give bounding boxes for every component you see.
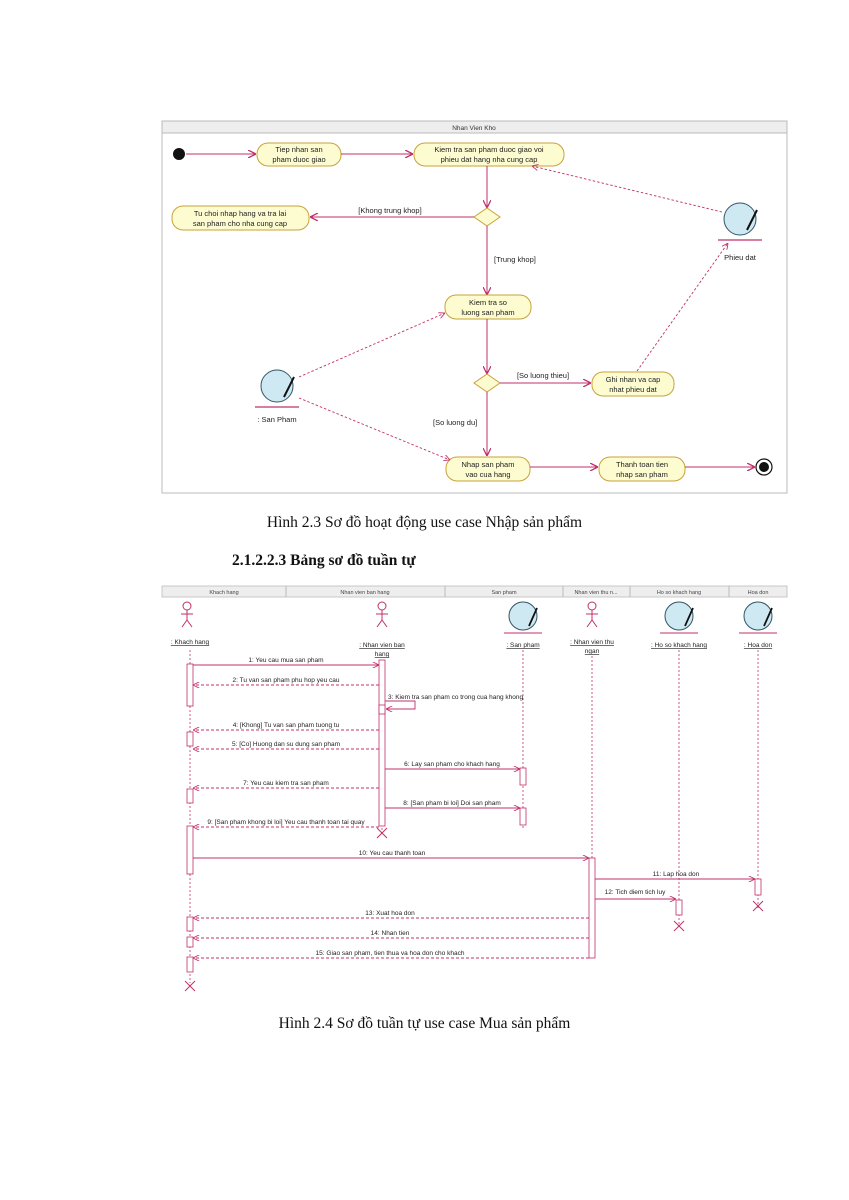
entity-customer-profile-icon <box>660 601 698 634</box>
entity-product-seq-icon <box>504 601 542 634</box>
activation-bars <box>186 659 762 973</box>
action-receive-line2: pham duoc giao <box>272 155 325 164</box>
msg-2-label: 2: Tu van san pham phu hop yeu cau <box>233 677 340 684</box>
lane-header-bar <box>161 585 788 598</box>
entity-invoice-icon <box>739 601 777 634</box>
actor-cashier-icon <box>586 601 598 628</box>
action-record-update-order <box>591 371 675 397</box>
guard-match: [Trung khop] <box>494 255 536 264</box>
lane-header-invoice: Hoa don <box>748 590 769 596</box>
action-import-products <box>445 456 531 482</box>
action-record-line1: Ghi nhan va cap <box>606 375 661 384</box>
entity-order-form-icon <box>718 202 762 241</box>
entity-product-label: : San Pham <box>257 415 296 424</box>
lifeline-customer-label: : Khach hang <box>171 639 210 646</box>
msg-12-label: 12: Tich diem tich luy <box>605 889 666 896</box>
msg-5-label: 5: [Co] Huong dan su dung san pham <box>232 741 340 748</box>
action-check-quantity <box>444 294 532 320</box>
action-pay-line1: Thanh toan tien <box>616 460 668 469</box>
destroy-marks <box>184 827 764 992</box>
lane-header-product: San pham <box>491 590 516 596</box>
actor-customer-icon <box>181 601 193 628</box>
decision-quantity-check <box>473 373 501 393</box>
action-record-line2: nhat phieu dat <box>609 385 657 394</box>
caption-sequence: Hình 2.4 Sơ đồ tuần tự use case Mua sản … <box>278 1015 571 1032</box>
msg-3-arrow <box>385 700 416 709</box>
msg-7-label: 7: Yeu cau kiem tra san pham <box>243 780 329 787</box>
msg-9-label: 9: [San pham khong bi loi] Yeu cau thanh… <box>207 819 365 826</box>
lifeline-sales-label-2: hang <box>375 651 390 658</box>
action-check-qty-line2: luong san pham <box>461 308 514 317</box>
lifeline-cashier-label-2: ngan <box>585 648 600 655</box>
final-node <box>755 458 773 476</box>
entity-order-label: Phieu dat <box>724 253 757 262</box>
msg-13-label: 13: Xuat hoa don <box>365 910 415 917</box>
section-heading: 2.1.2.2.3 Bảng sơ đồ tuần tự <box>232 552 416 569</box>
swimlane-title: Nhan Vien Kho <box>452 125 496 132</box>
decision-match-check <box>473 207 501 227</box>
action-import-line2: vao cua hang <box>465 470 510 479</box>
msg-8-label: 8: [San pham bi loi] Doi san pham <box>403 800 501 807</box>
lane-header-customer: Khach hang <box>209 590 238 596</box>
caption-activity: Hình 2.3 Sơ đồ hoạt động use case Nhập s… <box>266 514 583 531</box>
guard-enough: [So luong du] <box>433 418 477 427</box>
lane-header-sales: Nhan vien ban hang <box>340 590 389 596</box>
msg-10-label: 10: Yeu cau thanh toan <box>359 850 426 857</box>
guard-short: [So luong thieu] <box>517 371 569 380</box>
msg-6-label: 6: Lay san pham cho khach hang <box>404 761 500 768</box>
msg-3-label: 3: Kiem tra san pham co trong cua hang k… <box>388 694 524 701</box>
sequence-diagram: Khach hang Nhan vien ban hang San pham N… <box>161 585 788 992</box>
action-check-qty-line1: Kiem tra so <box>469 298 507 307</box>
action-reject-products <box>171 205 310 231</box>
action-import-line1: Nhap san pham <box>462 460 515 469</box>
swimlane-header <box>161 120 788 134</box>
msg-14-label: 14: Nhan tien <box>371 930 410 937</box>
lifeline-cashier-label-1: : Nhan vien thu <box>570 639 614 646</box>
action-receive-line1: Tiep nhan san <box>275 145 322 154</box>
msg-15-label: 15: Giao san pham, tien thua va hoa don … <box>316 950 465 957</box>
action-check-order-line1: Kiem tra san pham duoc giao voi <box>434 145 544 154</box>
msg-1-label: 1: Yeu cau mua san pham <box>248 657 323 664</box>
lane-header-profile: Ho so khach hang <box>657 590 701 596</box>
msg-4-label: 4: [Khong] Tu van san pham tuong tu <box>233 722 340 729</box>
action-reject-line1: Tu choi nhap hang va tra lai <box>194 209 287 218</box>
lifeline-profile-label: : Ho so khach hang <box>651 642 707 649</box>
initial-node <box>173 148 185 160</box>
actor-sales-icon <box>376 601 388 628</box>
final-node-core <box>759 462 769 472</box>
guard-mismatch: [Khong trung khop] <box>358 206 421 215</box>
action-reject-line2: san pham cho nha cung cap <box>193 219 287 228</box>
activity-diagram: Nhan Vien Kho Tiep nhan san pham duoc gi… <box>161 120 788 494</box>
lifeline-product-label: : San pham <box>506 642 539 649</box>
action-pay-import <box>598 456 686 482</box>
entity-product-icon <box>255 369 299 408</box>
action-check-against-order <box>413 142 565 167</box>
action-pay-line2: nhap san pham <box>616 470 668 479</box>
msg-11-label: 11: Lap hoa don <box>653 871 700 878</box>
action-check-order-line2: phieu dat hang nha cung cap <box>441 155 538 164</box>
lifeline-invoice-label: : Hoa don <box>744 642 773 649</box>
lane-header-cashier: Nhan vien thu n... <box>574 590 618 596</box>
lifeline-sales-label-1: : Nhan vien ban <box>359 642 405 649</box>
